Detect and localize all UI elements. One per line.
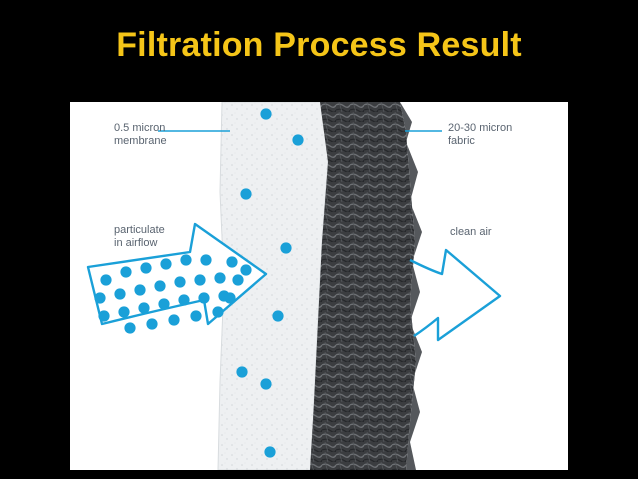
particle-dot bbox=[224, 292, 236, 304]
filtration-illustration bbox=[86, 102, 502, 470]
particle-dot bbox=[94, 292, 106, 304]
clean-air-label: clean air bbox=[450, 226, 492, 238]
particle-dot bbox=[124, 322, 136, 334]
particle-dot bbox=[240, 188, 252, 200]
particle-dot bbox=[200, 254, 212, 266]
particle-dot bbox=[158, 298, 170, 310]
particle-dot bbox=[226, 256, 238, 268]
particle-dot bbox=[240, 264, 252, 276]
slide-title: Filtration Process Result bbox=[116, 26, 522, 64]
particle-dot bbox=[146, 318, 158, 330]
filtration-diagram: 0.5 micron membrane 20-30 micron fabric … bbox=[70, 102, 568, 470]
particle-dot bbox=[292, 134, 304, 146]
particle-dot bbox=[264, 446, 276, 458]
fabric-label: 20-30 micron fabric bbox=[448, 122, 513, 147]
particle-dot bbox=[198, 292, 210, 304]
particle-dot bbox=[140, 262, 152, 274]
particle-dot bbox=[118, 306, 130, 318]
particle-dot bbox=[98, 310, 110, 322]
particle-dot bbox=[260, 378, 272, 390]
particle-dot bbox=[100, 274, 112, 286]
particle-dot bbox=[178, 294, 190, 306]
particle-dot bbox=[180, 254, 192, 266]
membrane-label: 0.5 micron membrane bbox=[114, 122, 167, 147]
particle-dot bbox=[114, 288, 126, 300]
title-bar: Filtration Process Result bbox=[0, 0, 638, 100]
particle-dot bbox=[214, 272, 226, 284]
particle-dot bbox=[260, 108, 272, 120]
particulate-label: particulate in airflow bbox=[114, 224, 165, 249]
fabric-layer bbox=[310, 102, 416, 470]
particle-dot bbox=[154, 280, 166, 292]
clean-air-arrow bbox=[409, 248, 502, 342]
particle-dot bbox=[138, 302, 150, 314]
particle-dot bbox=[134, 284, 146, 296]
particles bbox=[94, 108, 304, 458]
particle-dot bbox=[194, 274, 206, 286]
particle-dot bbox=[168, 314, 180, 326]
fabric-fringe bbox=[400, 102, 422, 470]
particle-dot bbox=[160, 258, 172, 270]
particle-dot bbox=[236, 366, 248, 378]
particle-dot bbox=[120, 266, 132, 278]
particle-dot bbox=[280, 242, 292, 254]
particle-dot bbox=[212, 306, 224, 318]
particle-dot bbox=[272, 310, 284, 322]
particle-dot bbox=[190, 310, 202, 322]
particle-dot bbox=[232, 274, 244, 286]
particle-dot bbox=[174, 276, 186, 288]
